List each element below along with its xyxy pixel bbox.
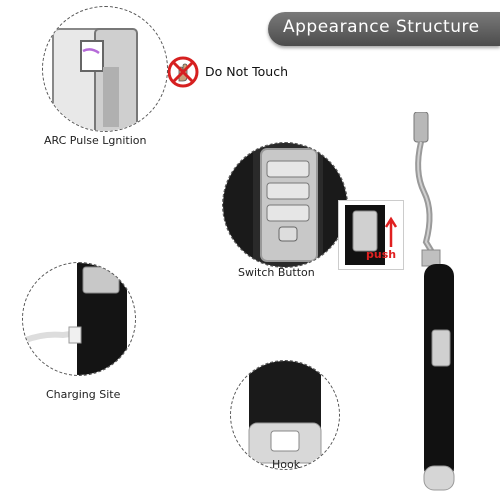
callout-label-switch: Switch Button: [238, 266, 315, 279]
push-detail-panel: [338, 200, 404, 270]
no-touch-icon: [166, 55, 200, 89]
switch-button-closeup: [222, 142, 348, 268]
title-banner: [268, 12, 500, 46]
push-label: push: [366, 248, 397, 261]
lighter-product: [394, 112, 474, 492]
callout-label-arc: ARC Pulse Lgnition: [44, 134, 147, 147]
arc-ignition-closeup: [42, 6, 168, 132]
warning-text: Do Not Touch: [205, 64, 288, 79]
page-title: Appearance Structure: [283, 17, 480, 37]
charging-site-closeup: [22, 262, 136, 376]
callout-label-hook: Hook: [272, 458, 301, 471]
hook-closeup: [230, 360, 340, 470]
callout-label-charging: Charging Site: [46, 388, 121, 401]
